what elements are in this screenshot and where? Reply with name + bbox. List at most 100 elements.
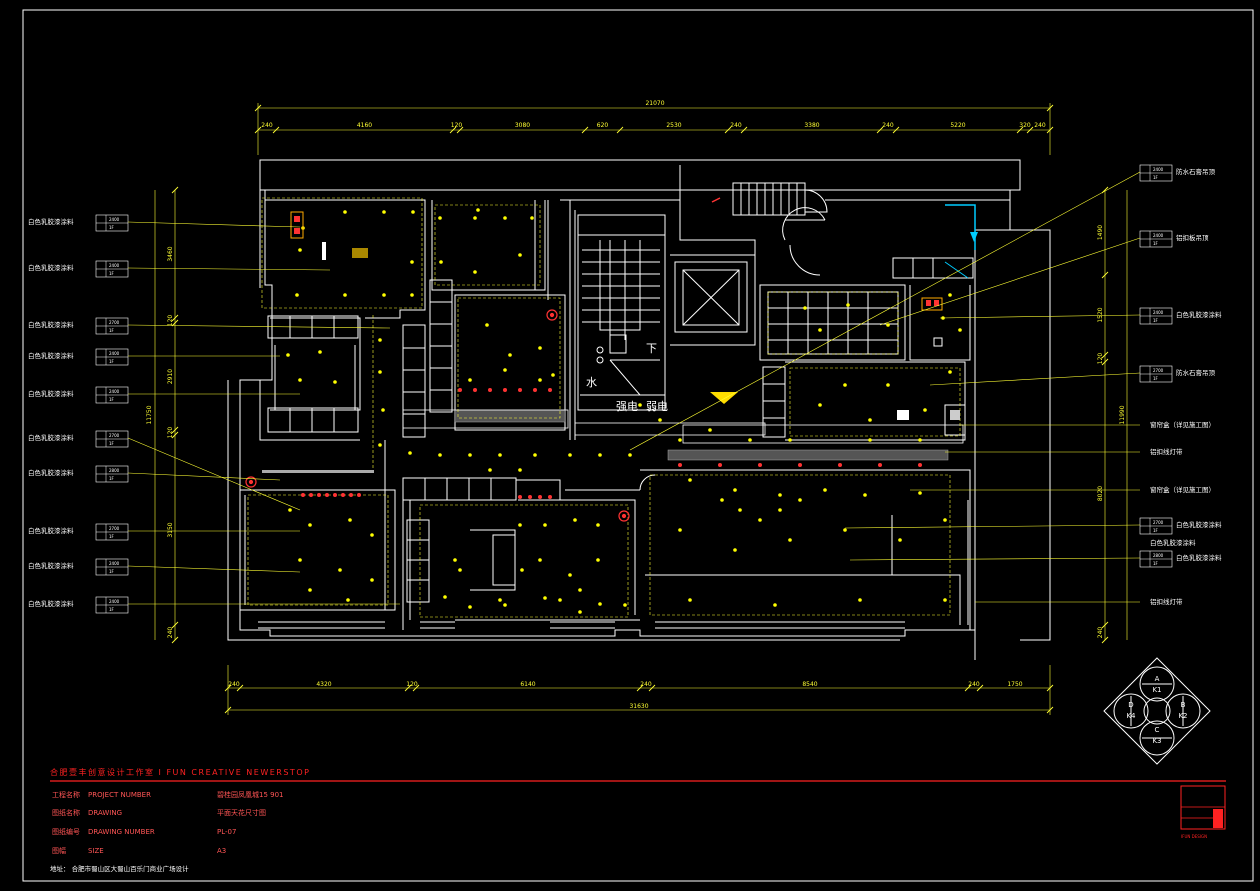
dim-bottom-segment: 8540 xyxy=(802,681,817,688)
logo-box xyxy=(1180,785,1226,830)
right-label-floor: 1F xyxy=(1153,528,1159,533)
ceiling-light xyxy=(318,350,322,354)
right-label-floor: 1F xyxy=(1153,318,1159,323)
ceiling-light xyxy=(530,216,534,220)
right-label-text: 防水石膏吊顶 xyxy=(1176,167,1216,176)
right-material-labels: 24001F防水石膏吊顶24001F铝扣板吊顶24001F白色乳胶漆涂料2700… xyxy=(629,164,1222,606)
right-label-code: 2700 xyxy=(1153,368,1164,373)
ceiling-light xyxy=(948,293,952,297)
ceiling-light xyxy=(596,558,600,562)
dimension-tick xyxy=(456,126,464,134)
left-leader-line xyxy=(127,267,331,271)
left-label-text: 白色乳胶漆涂料 xyxy=(28,217,74,226)
dimension-tick xyxy=(964,684,972,692)
ceiling-light xyxy=(503,603,507,607)
title-row-value: 碧桂园凤凰城15 901 xyxy=(217,790,284,799)
left-label-code: 2800 xyxy=(109,468,120,473)
ceiling-light xyxy=(543,596,547,600)
sheet-frame xyxy=(22,9,1254,882)
ceiling-light xyxy=(818,328,822,332)
ceiling-light xyxy=(370,578,374,582)
ceiling-light xyxy=(843,383,847,387)
left-label-code: 2400 xyxy=(109,599,120,604)
compass-text: A K1 B K2 C K3 D K4 xyxy=(1126,675,1187,745)
ceiling-light xyxy=(578,588,582,592)
ceiling-light xyxy=(298,558,302,562)
left-label-floor: 1F xyxy=(109,225,115,230)
left-label-floor: 1F xyxy=(109,569,115,574)
compass-key-k1: K1 xyxy=(1152,686,1161,694)
dim-left-segment: 120 xyxy=(167,315,174,327)
ceiling-light xyxy=(453,558,457,562)
dimension-tick xyxy=(876,126,884,134)
dim-left-segment: 2910 xyxy=(167,369,174,384)
right-material-label: 窗帘盒（详见施工图） xyxy=(910,485,1215,494)
right-material-label: 铝扣线灯带 xyxy=(945,447,1183,456)
right-label-floor: 1F xyxy=(1153,175,1159,180)
dimension-tick xyxy=(171,314,179,322)
ceiling-light xyxy=(308,523,312,527)
right-material-label: 白色乳胶漆涂料 xyxy=(1150,538,1196,547)
right-label-floor: 1F xyxy=(1153,561,1159,566)
dim-bottom-segment: 240 xyxy=(968,681,980,688)
dim-bottom-total: 31630 xyxy=(629,703,648,710)
right-leader-line xyxy=(879,237,1141,326)
dim-bottom-segment: 1750 xyxy=(1007,681,1022,688)
dimension-tick xyxy=(1046,706,1054,714)
right-leader-line xyxy=(844,524,1141,529)
dimension-tick xyxy=(1026,126,1034,134)
ceiling-light xyxy=(688,478,692,482)
left-label-text: 白色乳胶漆涂料 xyxy=(28,320,74,329)
dimension-tick xyxy=(740,126,748,134)
logo-caption: IFUN DESIGN xyxy=(1181,834,1207,839)
ceiling-light xyxy=(923,408,927,412)
left-label-floor: 1F xyxy=(109,534,115,539)
ceiling-light xyxy=(948,370,952,374)
ceiling-light xyxy=(298,248,302,252)
ceiling-light xyxy=(758,518,762,522)
dimension-tick xyxy=(171,636,179,644)
company-name: 合肥壹丰创意设计工作室 I FUN CREATIVE NEWERSTOP xyxy=(50,767,310,777)
ceiling-light xyxy=(370,533,374,537)
right-label-code: 2400 xyxy=(1153,167,1164,172)
ceiling-light xyxy=(295,293,299,297)
dimension-tick xyxy=(254,126,262,134)
ceiling-light xyxy=(943,518,947,522)
dim-left-segment: 240 xyxy=(167,627,174,639)
title-row-value: 平面天花尺寸图 xyxy=(217,808,266,817)
ceiling-light xyxy=(533,453,537,457)
left-leader-line xyxy=(127,324,391,329)
ceiling-light xyxy=(378,370,382,374)
ceiling-light xyxy=(958,328,962,332)
dimension-tick xyxy=(724,126,732,134)
dimension-tick xyxy=(1101,636,1109,644)
dimension-tick xyxy=(581,126,589,134)
dim-top-segment: 240 xyxy=(730,122,742,129)
ceiling-light xyxy=(438,453,442,457)
ceiling-light xyxy=(439,260,443,264)
left-label-code: 2700 xyxy=(109,320,120,325)
ceiling-lights xyxy=(286,208,962,614)
left-label-floor: 1F xyxy=(109,359,115,364)
left-label-text: 白色乳胶漆涂料 xyxy=(28,389,74,398)
right-label-floor: 1F xyxy=(1153,241,1159,246)
right-label-code: 2800 xyxy=(1153,553,1164,558)
ceiling-light xyxy=(443,595,447,599)
left-label-text: 白色乳胶漆涂料 xyxy=(28,433,74,442)
ceiling-light xyxy=(598,453,602,457)
curtain-boxes xyxy=(262,409,964,473)
plan-text: 下 水 强电 弱电 xyxy=(586,342,668,413)
compass-key-k3: K3 xyxy=(1152,737,1161,745)
title-row-label-en: SIZE xyxy=(88,847,104,855)
title-row-label-en: DRAWING NUMBER xyxy=(88,828,155,836)
ceiling-light xyxy=(898,538,902,542)
dimension-tick xyxy=(224,706,232,714)
